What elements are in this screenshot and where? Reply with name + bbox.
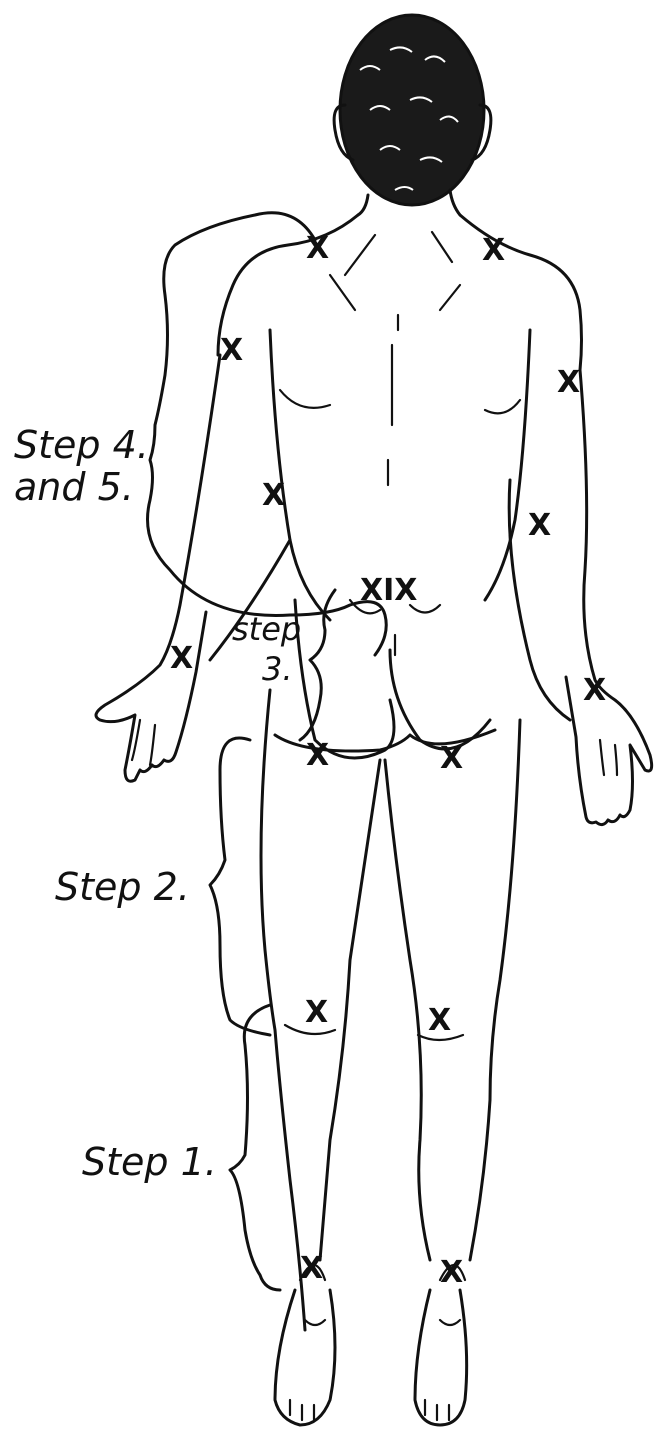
trap-left [330, 275, 355, 310]
mark-left-knee: X [305, 995, 328, 1030]
label-step45-line1: Step 4. [14, 423, 149, 467]
mark-right-wrist: X [583, 673, 606, 708]
mark-right-knee: X [428, 1003, 451, 1038]
mark-left-upper-arm: X [220, 333, 243, 368]
mark-left-wrist: X [170, 641, 193, 676]
torso [218, 215, 582, 620]
neck-crease-right [432, 232, 452, 262]
point-marks: X X X X X X X X X X X X X X XIX [170, 231, 606, 1290]
right-shoulder-line [460, 215, 582, 370]
left-scapula [280, 390, 330, 408]
step1-bracket [230, 1005, 280, 1290]
left-arm [96, 355, 290, 781]
head [334, 15, 491, 215]
left-side [270, 330, 330, 620]
right-arm [509, 370, 652, 825]
neck-crease-left [345, 235, 375, 275]
label-step3-line2: 3. [262, 650, 293, 688]
label-step45-line2: and 5. [14, 465, 134, 509]
hair [340, 15, 484, 205]
label-step1: Step 1. [82, 1140, 217, 1184]
mark-right-glute: X [440, 741, 463, 776]
label-step3-line1: step [232, 610, 301, 648]
mark-left-glute: X [306, 738, 329, 773]
mark-right-upper-arm: X [557, 365, 580, 400]
mark-neck-left: X [306, 231, 329, 266]
label-step2: Step 2. [55, 865, 190, 909]
legs [261, 690, 520, 1330]
mark-neck-right: X [482, 233, 505, 268]
mark-sacrum: XIX [360, 573, 417, 608]
feet [275, 1265, 467, 1425]
mark-right-elbow: X [528, 508, 551, 543]
trap-right [440, 285, 460, 310]
mark-left-ankle: X [300, 1251, 323, 1286]
right-side [485, 330, 530, 600]
step-labels: Step 4. and 5. step 3. Step 2. Step 1. [14, 423, 301, 1184]
mark-left-elbow: X [262, 478, 285, 513]
right-scapula [485, 400, 520, 413]
mark-right-ankle: X [440, 1255, 463, 1290]
